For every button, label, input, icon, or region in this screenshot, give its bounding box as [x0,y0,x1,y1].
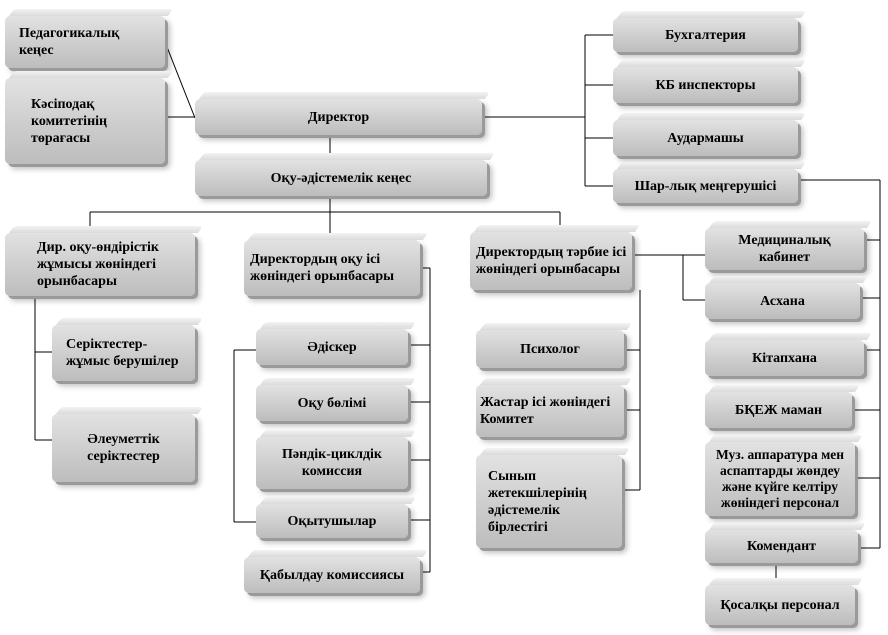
psychologist-label: Психолог [520,341,580,357]
library-box: Кітапхана [705,340,864,376]
admission-commission-label: Қабылдау комиссиясы [259,567,405,583]
teachers-label: Оқытушылар [287,513,377,529]
bkej-specialist-box: БҚЕЖ маман [705,392,852,428]
household-head-box: Шар-лық меңгерушісі [613,169,798,203]
methodist-box: Әдіскер [256,329,408,365]
youth-committee-box: Жастар ісі жөніндегі Комитет [476,385,624,437]
deputy-industrial-box: Дир. оқу-өндірістік жұмысы жөніндегі оры… [5,233,195,296]
deputy-educational-label: Директордың тәрбие ісі жөніндегі орынбас… [476,245,627,277]
social-partners-label: Әлеуметтік серіктестер [87,432,160,464]
teachers-box: Оқытушылар [256,504,408,538]
methodist-label: Әдіскер [307,339,357,355]
social-partners-box: Әлеуметтік серіктестер [52,414,195,482]
commandant-box: Комендант [705,530,858,563]
trade-union-label: Кәсіподақ комитетінің төрағасы [31,96,108,146]
methodical-council-label: Оқу-әдістемелік кеңес [270,170,412,186]
admission-commission-box: Қабылдау комиссиясы [244,557,420,593]
translator-box: Аудармашы [613,120,798,156]
pedagogical-council-box: Педагогикалық кеңес [5,16,165,68]
partners-employers-box: Серіктестер- жұмыс берушілер [52,325,195,381]
deputy-academic-label: Директордың оқу ісі жөніндегі орынбасары [250,252,395,284]
medical-office-box: Медициналық кабинет [705,228,864,270]
trade-union-box: Кәсіподақ комитетінің төрағасы [5,78,165,164]
translator-label: Аудармашы [667,130,744,146]
partners-employers-label: Серіктестер- жұмыс берушілер [66,337,179,369]
class-teachers-association-label: Сынып жетекшілерінің әдістемелік бірлест… [488,468,587,535]
canteen-box: Асхана [705,283,860,319]
psychologist-box: Психолог [476,330,624,368]
support-staff-box: Қосалқы персонал [705,585,855,625]
commandant-label: Комендант [746,539,817,554]
music-equipment-staff-label: Муз. аппаратура мен аспаптарды жөндеу жә… [715,447,845,510]
kb-inspectors-box: КБ инспекторы [613,67,798,103]
library-label: Кітапхана [752,350,817,366]
deputy-educational-box: Директордың тәрбие ісі жөніндегі орынбас… [470,232,632,290]
director-label: Директор [307,109,370,125]
subject-commission-box: Пәндік-циклдік комиссия [256,437,408,489]
canteen-label: Асхана [760,293,805,309]
kb-inspectors-label: КБ инспекторы [655,77,756,93]
deputy-industrial-label: Дир. оқу-өндірістік жұмысы жөніндегі оры… [37,240,159,289]
accounting-label: Бухгалтерия [665,27,746,43]
subject-commission-label: Пәндік-циклдік комиссия [282,447,382,479]
director-box: Директор [195,99,482,135]
study-department-box: Оқу бөлімі [256,385,408,421]
youth-committee-label: Жастар ісі жөніндегі Комитет [480,395,611,427]
household-head-label: Шар-лық меңгерушісі [634,178,777,194]
class-teachers-association-box: Сынып жетекшілерінің әдістемелік бірлест… [476,455,622,548]
music-equipment-staff-box: Муз. аппаратура мен аспаптарды жөндеу жә… [705,442,855,516]
methodical-council-box: Оқу-әдістемелік кеңес [195,160,487,196]
deputy-academic-box: Директордың оқу ісі жөніндегі орынбасары [244,240,420,296]
pedagogical-council-label: Педагогикалық кеңес [19,26,120,58]
study-department-label: Оқу бөлімі [297,395,367,411]
accounting-box: Бухгалтерия [613,18,798,52]
medical-office-label: Медициналық кабинет [738,233,831,265]
bkej-specialist-label: БҚЕЖ маман [734,402,823,418]
support-staff-label: Қосалқы персонал [720,597,840,613]
